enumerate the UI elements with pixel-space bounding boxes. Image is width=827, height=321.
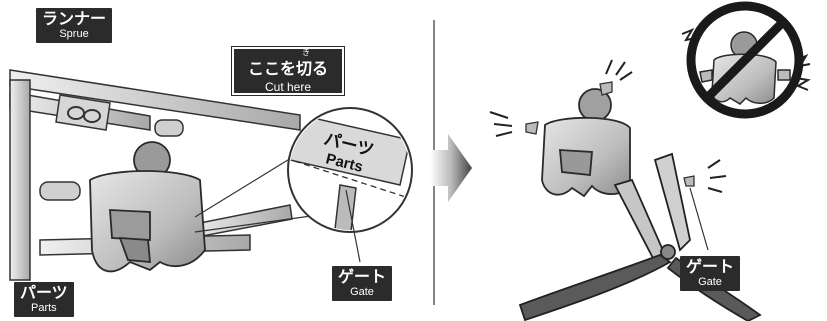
tag-number xyxy=(67,106,101,123)
parts-label-jp: パーツ xyxy=(20,283,68,302)
gate-label-right-en: Gate xyxy=(698,276,722,288)
cut-here-label-en: Cut here xyxy=(264,80,312,94)
part-figure-left xyxy=(89,141,206,273)
magnified-detail xyxy=(287,107,413,233)
gate-label-right: ゲート Gate xyxy=(680,256,741,291)
gate-label-left-en: Gate xyxy=(350,286,374,298)
cut-here-label: き ここを切る Cut here xyxy=(231,46,345,96)
parts-label: パーツ Parts xyxy=(14,282,74,317)
arrow-right-icon xyxy=(430,134,472,202)
sprue-label-en: Sprue xyxy=(59,28,89,40)
cut-gate-pieces xyxy=(525,81,695,187)
sprue-label-jp: ランナー xyxy=(42,9,107,28)
gate-label-left-jp: ゲート xyxy=(338,267,387,286)
gate-label-right-jp: ゲート xyxy=(686,257,735,276)
part-figure-right xyxy=(541,88,631,198)
prohibited-icon xyxy=(681,1,811,119)
spark-marks xyxy=(489,59,727,193)
gate-label-left: ゲート Gate xyxy=(332,266,393,301)
gate-pointer-line xyxy=(689,187,709,251)
cut-here-ruby: き xyxy=(302,48,310,57)
cut-here-label-jp: ここを切る xyxy=(247,59,328,78)
parts-label-en: Parts xyxy=(31,302,57,314)
gate-pointer-line-left xyxy=(345,189,361,263)
sprue-label: ランナー Sprue xyxy=(36,8,113,43)
